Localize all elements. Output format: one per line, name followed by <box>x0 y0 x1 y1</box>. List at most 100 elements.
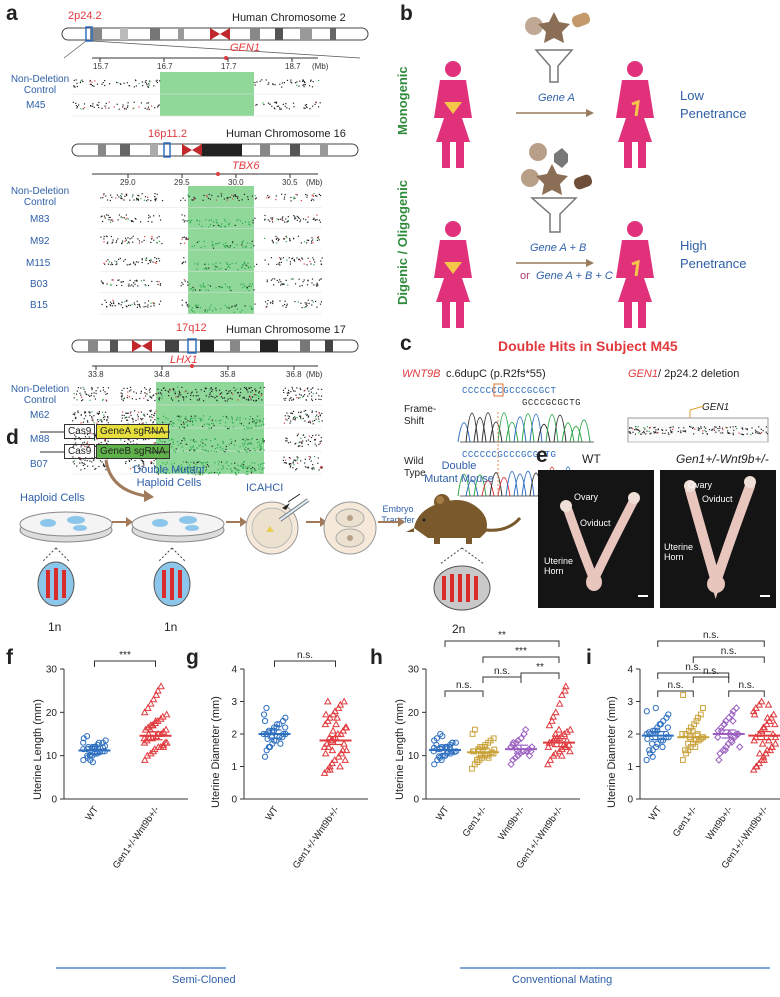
data-point <box>649 747 656 754</box>
c-title: Double Hits in Subject M45 <box>498 338 678 354</box>
data-point <box>276 721 283 728</box>
data-point <box>561 682 570 690</box>
chr2-title: Human Chromosome 2 <box>232 12 346 24</box>
data-point <box>154 686 162 694</box>
b-funnel-bottom <box>521 143 593 233</box>
d-chrom-2n <box>433 547 491 611</box>
data-point <box>323 697 332 705</box>
b-person-left-bottom <box>434 221 472 328</box>
data-point <box>473 757 480 763</box>
data-point <box>566 747 574 755</box>
chr17-axis <box>92 364 318 370</box>
d-mouse-figure <box>406 494 522 544</box>
data-point <box>749 765 758 773</box>
data-point <box>750 736 759 744</box>
data-point <box>449 739 456 746</box>
data-point <box>729 717 737 725</box>
data-point <box>679 731 686 737</box>
data-point <box>157 682 165 690</box>
data-point <box>150 745 159 753</box>
data-point <box>334 703 343 711</box>
data-point <box>140 708 149 716</box>
data-point <box>149 695 158 703</box>
chr16-signal <box>100 186 323 315</box>
data-point <box>331 707 339 715</box>
chr17-tick-1: 33.8 <box>88 370 104 379</box>
y-tick-label: 3 <box>231 697 237 708</box>
d-twocell <box>323 501 377 555</box>
data-point <box>646 747 653 754</box>
data-point <box>333 713 342 721</box>
b-penetrance-low: Penetrance <box>680 106 747 121</box>
d-arrow-3 <box>306 517 327 527</box>
significance-bracket <box>728 690 765 697</box>
c-gen1-label: GEN1 <box>702 402 730 413</box>
e-photo-mut <box>660 470 776 608</box>
data-point <box>716 749 724 758</box>
chr16-row-control: Non-Deletion Control <box>10 186 70 208</box>
y-tick-label: 10 <box>46 751 58 762</box>
significance-label: *** <box>515 646 527 657</box>
data-point <box>514 751 522 760</box>
c-wnt-gene: WNT9B <box>402 368 441 380</box>
data-point <box>763 713 772 721</box>
data-point <box>755 759 763 767</box>
y-tick-label: 2 <box>627 730 633 741</box>
d-oocyte <box>245 493 310 555</box>
y-tick-label: 20 <box>408 708 420 719</box>
chr2-tick-2: 16.7 <box>157 62 173 71</box>
data-point <box>337 749 346 757</box>
b-arrow-top <box>516 109 594 117</box>
chr2-band: 2p24.2 <box>68 10 102 22</box>
data-point <box>735 743 744 751</box>
significance-bracket <box>444 690 484 697</box>
data-point <box>140 755 149 763</box>
data-point <box>548 716 556 724</box>
data-point <box>757 697 766 705</box>
data-point <box>563 727 571 735</box>
chr2-unit: (Mb) <box>312 62 329 71</box>
data-point <box>715 756 723 764</box>
data-point <box>552 708 560 716</box>
y-tick-label: 30 <box>46 665 58 676</box>
y-tick-label: 1 <box>627 762 633 773</box>
b-gene-ab: Gene A + B <box>530 242 587 254</box>
footer-conv: Conventional Mating <box>512 974 613 986</box>
chr2-row-m45: M45 <box>26 100 46 111</box>
data-point <box>328 759 336 767</box>
data-point <box>260 711 268 718</box>
data-point <box>659 737 667 744</box>
data-point <box>692 744 699 750</box>
e-photo-wt <box>538 470 654 608</box>
chr2-tick-4: 18.7 <box>285 62 301 71</box>
data-point <box>561 686 569 694</box>
chr16-row-b15: B15 <box>30 300 48 311</box>
x-tick-label: Gen1+/- <box>671 804 700 839</box>
data-point <box>321 720 330 728</box>
chr17-band: 17q12 <box>176 322 207 334</box>
data-point <box>162 710 171 718</box>
data-point <box>261 753 269 760</box>
y-tick-label: 4 <box>231 665 237 676</box>
y-tick-label: 3 <box>627 697 633 708</box>
significance-label: n.s. <box>738 680 754 691</box>
data-point <box>149 721 157 729</box>
data-point <box>162 725 170 733</box>
data-point <box>146 699 155 707</box>
data-point <box>509 738 517 747</box>
data-point <box>102 737 109 744</box>
significance-label: n.s. <box>667 680 683 691</box>
data-point <box>550 734 559 742</box>
data-point <box>720 720 729 728</box>
data-point <box>767 713 776 721</box>
data-point <box>141 725 150 733</box>
d-double-haploid: Double Mutant Haploid Cells <box>133 464 205 489</box>
data-point <box>84 752 91 759</box>
data-point <box>452 739 459 746</box>
chr17-row-b07: B07 <box>30 459 48 470</box>
c-frameshift: Frame-Shift <box>404 404 437 427</box>
c-seq-fs2: GCCCGCGCTG <box>522 398 582 408</box>
chr16-tick-2: 29.5 <box>174 178 190 187</box>
data-point <box>657 721 664 728</box>
footer-line-semi <box>56 967 226 969</box>
